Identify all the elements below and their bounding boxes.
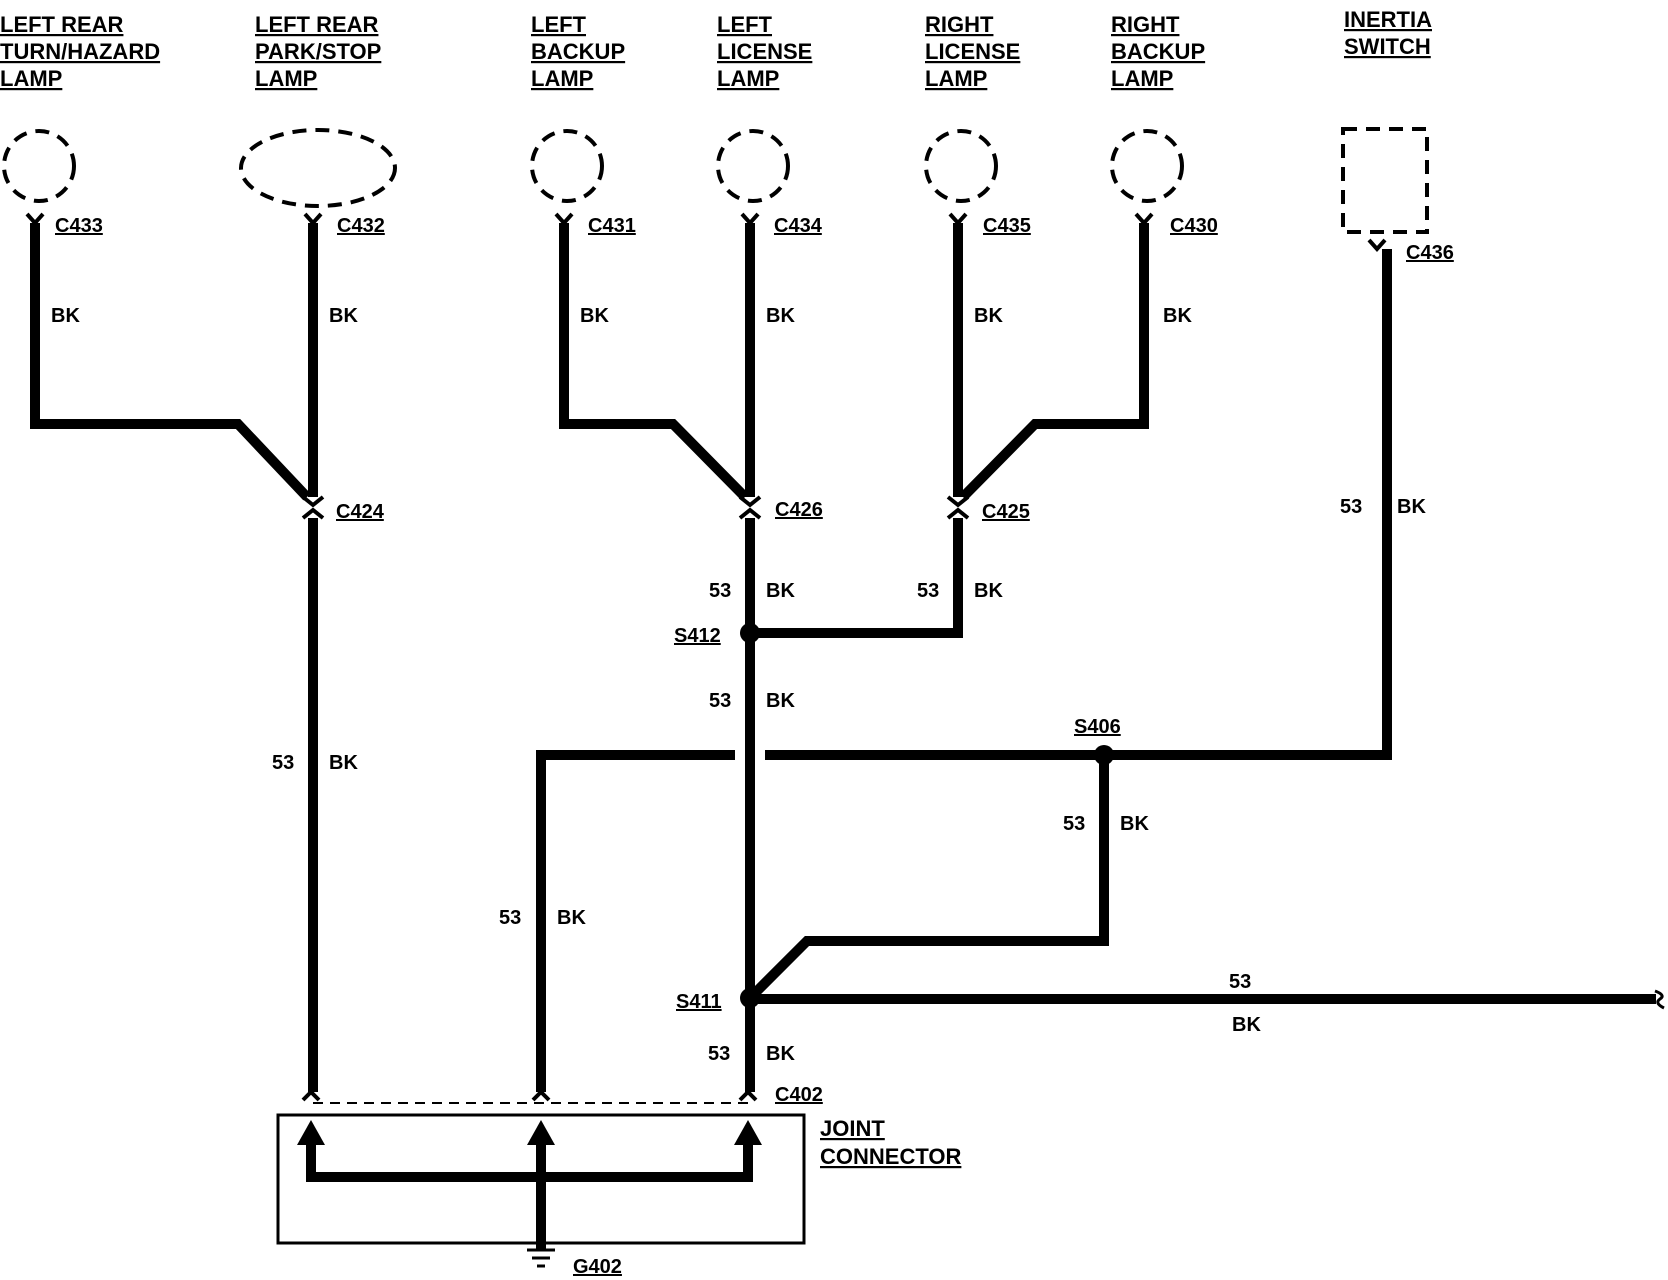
inertia-switch-title: INERTIA SWITCH bbox=[1344, 7, 1432, 59]
connector-c402: C402 bbox=[775, 1084, 823, 1106]
svg-text:53: 53 bbox=[499, 907, 521, 929]
svg-text:BK: BK bbox=[766, 1043, 795, 1065]
svg-text:BACKUP: BACKUP bbox=[1111, 39, 1205, 64]
svg-text:BK: BK bbox=[580, 305, 609, 327]
wire-s406-crossover-left bbox=[536, 750, 735, 1092]
right-license-lamp-title: RIGHT LICENSE LAMP bbox=[925, 12, 1020, 91]
svg-text:53: 53 bbox=[708, 1043, 730, 1065]
wires bbox=[30, 223, 1656, 1092]
svg-text:LAMP: LAMP bbox=[255, 66, 317, 91]
ground-symbol bbox=[527, 1248, 555, 1268]
svg-text:BK: BK bbox=[51, 305, 80, 327]
svg-text:BK: BK bbox=[766, 690, 795, 712]
svg-text:BK: BK bbox=[974, 305, 1003, 327]
inertia-switch-symbol bbox=[1341, 127, 1429, 234]
left-rear-turn-hazard-lamp-symbol bbox=[2, 129, 76, 203]
connector-c424: C424 bbox=[336, 501, 385, 523]
svg-text:CONNECTOR: CONNECTOR bbox=[820, 1144, 961, 1169]
connector-c432: C432 bbox=[337, 215, 385, 237]
left-rear-turn-hazard-lamp-title: LEFT REAR TURN/HAZARD LAMP bbox=[0, 12, 160, 91]
svg-text:53: 53 bbox=[1063, 813, 1085, 835]
svg-text:BK: BK bbox=[557, 907, 586, 929]
svg-text:INERTIA: INERTIA bbox=[1344, 7, 1432, 32]
splice-s406 bbox=[1094, 745, 1114, 765]
svg-text:LAMP: LAMP bbox=[531, 66, 593, 91]
wire-c433 bbox=[30, 223, 311, 501]
svg-text:LICENSE: LICENSE bbox=[925, 39, 1020, 64]
connector-c436: C436 bbox=[1406, 242, 1454, 264]
svg-text:BK: BK bbox=[1163, 305, 1192, 327]
left-rear-park-stop-lamp-title: LEFT REAR PARK/STOP LAMP bbox=[255, 12, 381, 91]
svg-text:LAMP: LAMP bbox=[0, 66, 62, 91]
svg-text:BK: BK bbox=[329, 305, 358, 327]
wire-s406-crossover-right bbox=[765, 249, 1392, 760]
svg-text:BK: BK bbox=[329, 752, 358, 774]
svg-text:53: 53 bbox=[709, 580, 731, 602]
svg-text:BK: BK bbox=[766, 305, 795, 327]
connector-c430: C430 bbox=[1170, 215, 1218, 237]
svg-text:BK: BK bbox=[766, 580, 795, 602]
svg-text:RIGHT: RIGHT bbox=[1111, 12, 1180, 37]
svg-text:JOINT: JOINT bbox=[820, 1116, 885, 1141]
svg-text:53: 53 bbox=[709, 690, 731, 712]
svg-text:LICENSE: LICENSE bbox=[717, 39, 812, 64]
connector-c425: C425 bbox=[982, 501, 1030, 523]
svg-text:LEFT: LEFT bbox=[531, 12, 587, 37]
svg-text:LAMP: LAMP bbox=[717, 66, 779, 91]
svg-text:LEFT REAR: LEFT REAR bbox=[0, 12, 124, 37]
svg-text:53: 53 bbox=[917, 580, 939, 602]
splice-s411 bbox=[740, 988, 760, 1008]
right-license-lamp-symbol bbox=[924, 129, 998, 203]
svg-text:BK: BK bbox=[974, 580, 1003, 602]
wire-break-mark bbox=[1654, 989, 1665, 1010]
wire-c425-to-s412 bbox=[750, 518, 963, 638]
connector-c426: C426 bbox=[775, 499, 823, 521]
svg-text:RIGHT: RIGHT bbox=[925, 12, 994, 37]
splice-s412 bbox=[740, 623, 760, 643]
svg-text:LAMP: LAMP bbox=[1111, 66, 1173, 91]
connector-c435: C435 bbox=[983, 215, 1031, 237]
connector-pins bbox=[25, 212, 1387, 1102]
svg-text:53: 53 bbox=[1340, 496, 1362, 518]
wire-c430 bbox=[959, 223, 1149, 501]
left-backup-lamp-symbol bbox=[530, 129, 604, 203]
svg-text:LEFT REAR: LEFT REAR bbox=[255, 12, 379, 37]
svg-text:BK: BK bbox=[1232, 1014, 1261, 1036]
svg-text:53: 53 bbox=[272, 752, 294, 774]
svg-text:LEFT: LEFT bbox=[717, 12, 773, 37]
right-backup-lamp-title: RIGHT BACKUP LAMP bbox=[1111, 12, 1205, 91]
connector-c433: C433 bbox=[55, 215, 103, 237]
wire-s406-to-s411 bbox=[746, 755, 1109, 1002]
joint-connector-label: JOINT CONNECTOR bbox=[820, 1116, 961, 1169]
svg-text:BACKUP: BACKUP bbox=[531, 39, 625, 64]
splice-label-s406: S406 bbox=[1074, 716, 1121, 738]
svg-text:SWITCH: SWITCH bbox=[1344, 34, 1431, 59]
svg-text:TURN/HAZARD: TURN/HAZARD bbox=[0, 39, 160, 64]
left-license-lamp-title: LEFT LICENSE LAMP bbox=[717, 12, 812, 91]
splice-label-s412: S412 bbox=[674, 625, 721, 647]
wire-c431 bbox=[559, 223, 749, 501]
svg-text:BK: BK bbox=[1120, 813, 1149, 835]
left-backup-lamp-title: LEFT BACKUP LAMP bbox=[531, 12, 625, 91]
left-license-lamp-symbol bbox=[716, 129, 790, 203]
svg-text:LAMP: LAMP bbox=[925, 66, 987, 91]
wire-labels: BK BK BK BK BK BK 53 BK 53 BK 53 BK 53 B… bbox=[51, 305, 1426, 1065]
joint-connector-internal-bus bbox=[297, 1120, 762, 1250]
splice-label-s411: S411 bbox=[676, 991, 722, 1013]
right-backup-lamp-symbol bbox=[1110, 129, 1184, 203]
connector-c431: C431 bbox=[588, 215, 636, 237]
svg-text:53: 53 bbox=[1229, 971, 1251, 993]
left-rear-park-stop-lamp-symbol bbox=[239, 128, 397, 208]
connector-c434: C434 bbox=[774, 215, 823, 237]
ground-g402: G402 bbox=[573, 1256, 622, 1278]
svg-text:BK: BK bbox=[1397, 496, 1426, 518]
svg-text:PARK/STOP: PARK/STOP bbox=[255, 39, 381, 64]
